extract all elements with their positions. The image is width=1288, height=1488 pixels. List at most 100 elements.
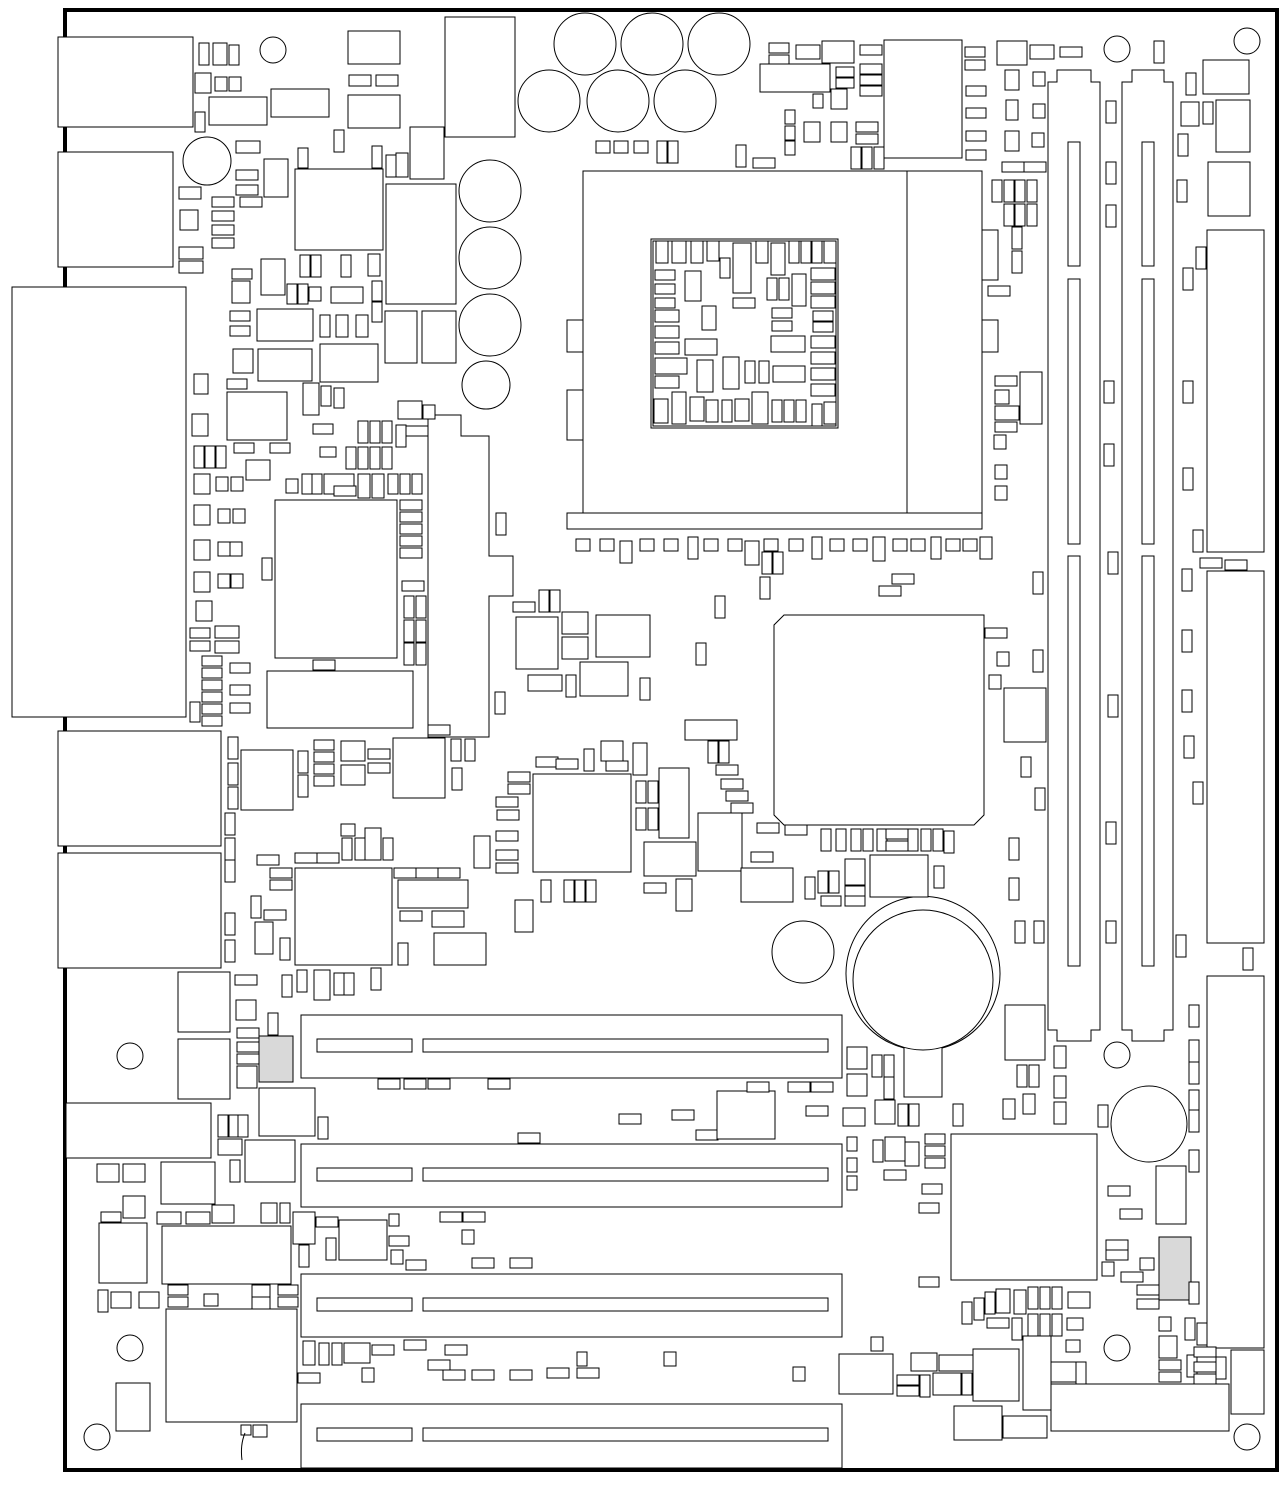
smd-component: [813, 94, 823, 108]
smd-component: [246, 460, 270, 480]
cpu-socket-lever: [567, 513, 982, 529]
capacitor: [518, 70, 580, 132]
smd-component: [1106, 1240, 1128, 1250]
smd-component: [496, 831, 518, 841]
smd-component: [562, 637, 588, 659]
smd-component: [406, 1260, 426, 1270]
io-connector-usb: [58, 152, 173, 267]
smd-component: [751, 852, 773, 862]
smd-component: [320, 344, 378, 382]
smd-component: [358, 474, 370, 498]
smd-component: [860, 64, 882, 74]
smd-component: [331, 287, 363, 303]
smd-component: [314, 776, 334, 786]
ic-chip: [166, 1309, 297, 1422]
smd-component: [818, 871, 828, 893]
smd-component: [989, 675, 1001, 689]
smd-component: [860, 75, 882, 85]
smd-component: [1098, 1105, 1108, 1127]
smd-component: [547, 1368, 569, 1378]
cmos-battery: [846, 896, 1000, 1097]
smd-component: [965, 47, 985, 57]
smd-component: [334, 130, 344, 152]
smd-component: [620, 541, 632, 563]
smd-component: [1137, 1285, 1159, 1295]
smd-component: [1021, 757, 1031, 777]
pci-slot-3: [301, 1404, 842, 1468]
smd-component: [472, 1370, 494, 1380]
ic-chip: [445, 17, 515, 137]
smd-component: [389, 1236, 409, 1246]
smd-component: [257, 855, 279, 865]
smd-component: [516, 617, 558, 669]
smd-component: [685, 720, 737, 740]
smd-component: [606, 761, 628, 771]
smd-component: [1035, 788, 1045, 810]
cpu-cavity-component: [771, 243, 785, 275]
smd-component: [230, 542, 242, 556]
mounting-hole: [1104, 1335, 1130, 1361]
smd-component: [97, 1164, 119, 1182]
smd-component: [228, 737, 238, 759]
smd-component: [205, 446, 215, 468]
large-chips: [162, 17, 1097, 1422]
smd-component: [1186, 73, 1196, 95]
smd-component: [806, 1106, 828, 1116]
smd-component: [227, 379, 247, 389]
smd-component: [973, 1349, 1019, 1401]
smd-component: [99, 1223, 147, 1283]
smd-component: [1004, 180, 1014, 202]
smd-component: [186, 1212, 210, 1224]
capacitor: [462, 361, 510, 409]
smd-component: [708, 741, 718, 763]
smd-component: [299, 1245, 309, 1267]
smd-component: [1033, 650, 1043, 672]
smd-component: [228, 763, 238, 785]
smd-component: [995, 465, 1007, 479]
smd-component: [1189, 1062, 1199, 1084]
smd-component: [334, 486, 356, 496]
smd-component: [640, 678, 650, 700]
smd-component: [580, 662, 628, 696]
smd-component: [218, 1115, 228, 1137]
smd-component: [123, 1164, 145, 1182]
smd-component: [633, 743, 647, 775]
smd-component: [577, 1352, 587, 1366]
agp-slot: [301, 1015, 842, 1078]
smd-component: [1033, 72, 1045, 86]
smd-component: [314, 764, 334, 774]
smd-component: [398, 943, 408, 965]
smd-component: [845, 859, 865, 885]
smd-component: [238, 1115, 248, 1137]
smd-component: [1189, 1110, 1199, 1132]
smd-component: [1140, 1258, 1154, 1270]
smd-component: [370, 421, 380, 443]
smd-component: [831, 89, 847, 109]
cpu-center-cavity-inner: [653, 241, 836, 426]
smd-component: [1012, 1318, 1022, 1340]
smd-component: [202, 704, 222, 714]
smd-component: [372, 474, 384, 498]
smd-component: [320, 315, 330, 337]
smd-component: [190, 628, 210, 638]
smd-component: [1159, 1360, 1181, 1370]
smd-component: [925, 1158, 945, 1168]
shaded-components: [259, 1036, 1191, 1300]
smd-component: [253, 1425, 267, 1437]
smd-component: [428, 725, 450, 735]
power-region-outline: [428, 415, 513, 737]
smd-component: [168, 1297, 188, 1307]
smd-component: [298, 284, 308, 304]
smd-component: [231, 477, 243, 491]
smd-component: [398, 401, 422, 419]
smd-component: [233, 509, 245, 523]
cpu-cavity-component: [789, 241, 799, 263]
smd-component: [378, 1079, 400, 1089]
smd-component: [1106, 822, 1116, 844]
smd-component: [270, 868, 292, 878]
capacitor: [1111, 1086, 1187, 1162]
lan-chip: [295, 868, 392, 965]
smd-component: [721, 779, 743, 789]
smd-component: [341, 765, 365, 785]
smd-component: [636, 781, 646, 803]
